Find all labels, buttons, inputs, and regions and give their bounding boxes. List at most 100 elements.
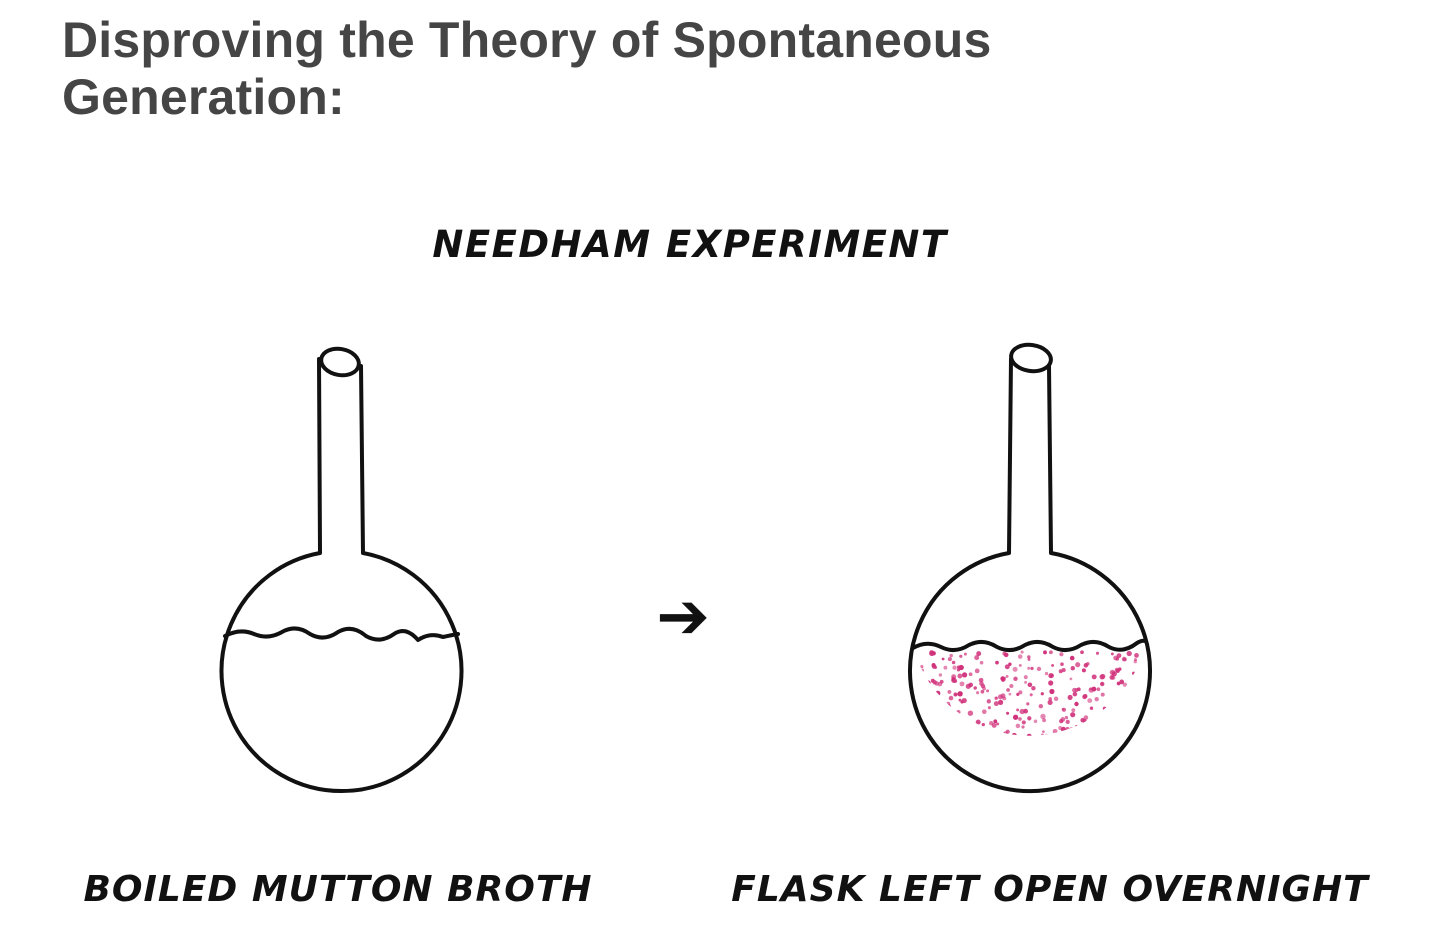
microbe-dot [977, 739, 980, 742]
microbe-dot [1030, 666, 1034, 671]
microbe-dot [1038, 704, 1043, 709]
microbe-dot [1090, 740, 1094, 744]
microbe-dot [1056, 747, 1059, 750]
microbe-dot [1094, 697, 1099, 702]
microbe-dot [1024, 680, 1028, 684]
microbe-dot [1009, 683, 1014, 689]
microbe-dot [1074, 701, 1079, 707]
microbe-dot [1070, 734, 1076, 736]
microbe-dot [1052, 728, 1058, 734]
left-flask-broth-surface [223, 626, 460, 642]
experiment-heading: NEEDHAM EXPERIMENT [432, 223, 949, 266]
microbe-dot [1041, 733, 1044, 736]
microbe-dot [1043, 650, 1047, 655]
microbe-dot [991, 722, 997, 728]
microbe-dot [961, 698, 967, 704]
microbe-dot [925, 680, 931, 686]
microbe-dot [1012, 714, 1019, 720]
microbe-dot [1017, 654, 1023, 659]
microbe-dot [1080, 650, 1084, 655]
microbe-dot [975, 719, 981, 725]
microbe-dot [930, 678, 935, 683]
microbe-dot [1116, 703, 1121, 708]
microbe-dot [1038, 760, 1042, 764]
microbe-dot [980, 689, 985, 694]
microbe-dot [1046, 759, 1050, 763]
microbe-dot [1102, 706, 1107, 711]
microbe-dot [1019, 761, 1024, 766]
microbe-dot [1005, 771, 1010, 776]
microbe-dot [956, 665, 961, 669]
microbe-dot [993, 719, 998, 724]
microbe-dot [1083, 715, 1089, 720]
microbe-dot [1059, 652, 1064, 657]
microbe-dot [1061, 668, 1066, 673]
microbe-dot [1034, 774, 1039, 779]
microbe-dot [1124, 716, 1130, 722]
microbe-dot [979, 660, 984, 665]
microbe-dot [1126, 650, 1132, 657]
microbe-dot [973, 686, 977, 690]
microbe-dot [1011, 732, 1017, 736]
microbe-dot [1096, 687, 1101, 692]
microbe-dot [1119, 679, 1125, 685]
microbe-dot [1012, 735, 1017, 736]
microbe-dot [1044, 733, 1049, 736]
microbe-dot [941, 657, 945, 661]
microbe-dot [1012, 666, 1018, 672]
microbe-dot [1017, 747, 1021, 751]
microbe-dot [1071, 708, 1076, 713]
microbe-dot [1000, 767, 1003, 770]
microbe-dot [1088, 725, 1092, 729]
arrow-icon: ➔ [656, 580, 710, 654]
microbe-dot [954, 679, 958, 683]
microbe-dot [1057, 738, 1060, 741]
microbe-dot [1015, 749, 1019, 753]
microbe-dot [1028, 778, 1033, 783]
microbe-dot [1005, 729, 1010, 734]
microbe-dot [951, 678, 955, 682]
microbe-dot [1068, 754, 1072, 758]
microbe-dot [931, 690, 936, 696]
microbe-dot [976, 651, 982, 657]
microbe-dot [1092, 752, 1096, 756]
microbe-dot [1027, 773, 1031, 777]
microbe-dot [1091, 686, 1097, 692]
microbe-dot [1068, 732, 1073, 736]
microbe-dot [1016, 692, 1020, 697]
microbe-dot [934, 666, 938, 669]
microbe-dot [1043, 736, 1048, 741]
microbe-dot [987, 706, 991, 710]
microbe-dot [930, 704, 934, 709]
microbe-dot [950, 714, 954, 718]
microbe-dot [1109, 675, 1115, 680]
microbe-dot [1107, 741, 1112, 746]
microbe-dot [959, 654, 963, 658]
microbe-dot [976, 691, 980, 695]
microbe-dot [1129, 702, 1135, 708]
microbe-dot [1042, 718, 1047, 723]
microbe-dot [978, 677, 984, 683]
microbe-dot [970, 740, 973, 743]
microbe-dot [930, 690, 935, 695]
microbe-dot [1084, 736, 1088, 740]
microbe-dot [1049, 673, 1055, 678]
microbe-dot [1008, 662, 1012, 666]
microbe-dot [1115, 668, 1120, 673]
microbe-dot [1004, 779, 1008, 783]
microbe-dot [1091, 718, 1096, 723]
microbe-dot [1026, 733, 1032, 736]
microbe-dot [1071, 761, 1075, 765]
microbe-dot [1118, 727, 1124, 733]
microbe-dot [1077, 755, 1080, 758]
microbe-dot [1004, 664, 1010, 670]
microbe-dot [1106, 722, 1112, 728]
microbe-dot [1089, 706, 1094, 710]
microbe-dot [1002, 651, 1007, 656]
microbe-dot [1100, 692, 1105, 697]
microbe-dot [1076, 687, 1081, 692]
microbe-dot [1108, 740, 1111, 743]
microbe-dot [1132, 671, 1136, 675]
microbe-dot [921, 668, 925, 672]
